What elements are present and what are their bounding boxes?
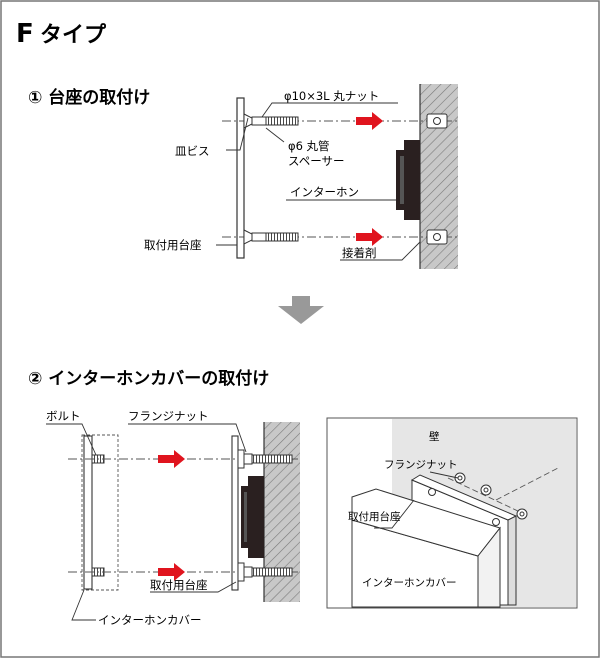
- step2-flange-nut-top: [237, 449, 293, 469]
- step2-base-plate: [231, 435, 239, 591]
- step1-base-plate: [236, 97, 245, 259]
- inset-label-wall: 壁: [429, 430, 440, 443]
- step1-leaders: [216, 102, 421, 261]
- step1-wall-nut-top: [426, 113, 448, 129]
- step1-label-intercom: インターホン: [290, 185, 359, 199]
- title-letter: F: [16, 19, 34, 49]
- inset-label-cover: インターホンカバー: [362, 577, 457, 589]
- inset-label-base: 取付用台座: [348, 510, 401, 523]
- step1-wall-nut-bottom: [426, 229, 448, 245]
- flow-down-arrow: [278, 296, 324, 324]
- inset-leaders: [374, 471, 459, 529]
- step2-cover-plate: [83, 435, 93, 590]
- step1-label-screw: 皿ビス: [175, 144, 210, 158]
- step2-arrow-top: [158, 450, 185, 468]
- step2-label-bolt: ボルト: [46, 409, 81, 423]
- step2-flange-nut-bottom: [237, 562, 293, 582]
- step1-bottom-screw: [243, 229, 299, 245]
- step1-label-base: 取付用台座: [144, 238, 202, 252]
- step1-arrow-bottom: [356, 228, 383, 246]
- step2-cover-dashed: [81, 434, 119, 591]
- step1-label-spacer-1: φ6 丸管: [288, 139, 330, 153]
- inset-panel: [326, 417, 578, 609]
- title-rest: タイプ: [40, 23, 107, 48]
- step1-top-screw: [243, 113, 299, 129]
- step1-arrow-top: [356, 112, 383, 130]
- step2-label-flange-nut: フランジナット: [128, 409, 209, 423]
- step2-label-cover: インターホンカバー: [98, 613, 202, 627]
- step2-label-base: 取付用台座: [150, 578, 208, 592]
- step1-heading: ① 台座の取付け: [28, 87, 150, 108]
- inset-label-flange-nut: フランジナット: [384, 459, 458, 471]
- step1-intercom: [396, 140, 420, 220]
- step2-arrow-bottom: [158, 563, 185, 581]
- step1-label-nut: φ10×3L 丸ナット: [284, 89, 379, 103]
- step2-heading: ② インターホンカバーの取付け: [28, 368, 269, 389]
- step1-label-spacer-2: スペーサー: [288, 154, 344, 168]
- step1-label-adhesive: 接着剤: [342, 246, 377, 260]
- step2-leaders: [46, 423, 247, 621]
- step2-intercom: [241, 476, 264, 558]
